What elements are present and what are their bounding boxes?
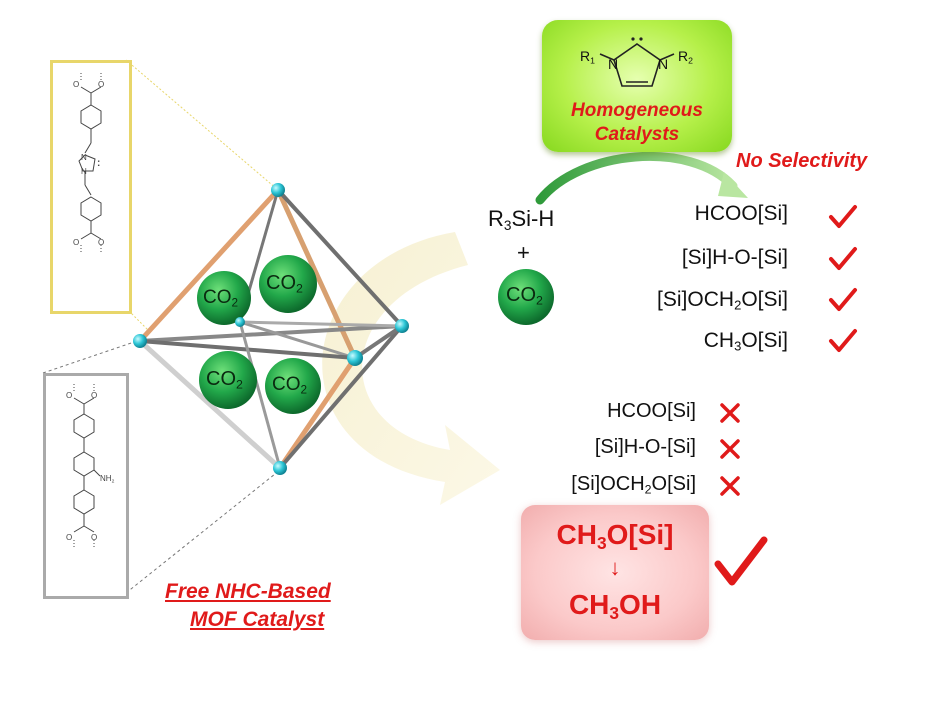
cross-icon — [720, 476, 740, 496]
check-icon — [829, 288, 857, 311]
svg-text:O: O — [98, 238, 104, 247]
product-bottom-acetal: [Si]OCH2O[Si] — [571, 473, 696, 497]
cross-icon — [720, 439, 740, 459]
check-icon — [829, 247, 857, 270]
homogeneous-label: Homogeneous — [571, 100, 703, 121]
check-icon — [829, 205, 857, 228]
svg-text:O: O — [91, 533, 97, 542]
carbene-dots: : — [97, 158, 101, 169]
selective-product-box: CH3O[Si] ↓ CH3OH — [521, 505, 709, 640]
mof-node-back — [235, 317, 245, 327]
svg-text:O: O — [98, 80, 104, 89]
co2-sphere-4 — [265, 358, 321, 414]
co2-reactant-sphere — [498, 269, 554, 325]
product-top-acetal: [Si]OCH2O[Si] — [657, 288, 788, 313]
nhc-structure-icon — [599, 37, 675, 87]
r1-label: R1 — [580, 48, 595, 66]
mof-node-bottom — [273, 461, 287, 475]
co2-label-3: CO2 — [206, 368, 243, 392]
product-top-formate: HCOO[Si] — [694, 202, 788, 225]
co2-sphere-3 — [199, 351, 257, 409]
co2-sphere-2 — [259, 255, 317, 313]
svg-text:O: O — [66, 533, 72, 542]
co2-label-4: CO2 — [272, 374, 308, 397]
homogeneous-arrow — [535, 151, 738, 205]
nhc-linker-frame: O O O O N N : — [50, 60, 132, 314]
nhc-n-right: N — [658, 56, 669, 72]
r2-label: R2 — [678, 48, 693, 66]
check-icon — [714, 536, 768, 586]
svg-text:O: O — [91, 391, 97, 400]
co2-reactant-label: CO2 — [506, 284, 543, 308]
amine-linker-frame: O O O O NH2 — [43, 373, 129, 599]
product-bottom-siloxane: [Si]H-O-[Si] — [594, 436, 696, 458]
product-top-methoxide: CH3O[Si] — [703, 329, 788, 354]
nhc-n-left: N — [608, 56, 619, 72]
mof-node-top — [271, 183, 285, 197]
mof-node-front — [347, 350, 363, 366]
nhc-linker-structure-icon: O O O O — [73, 73, 104, 253]
svg-text:O: O — [73, 238, 79, 247]
mof-label-line1: Free NHC-Based — [165, 580, 331, 603]
homogeneous-arrowhead — [718, 172, 748, 198]
nhc-linker-n-bottom: N — [81, 167, 87, 176]
product-bottom-formate: HCOO[Si] — [607, 400, 696, 422]
co2-label-1: CO2 — [203, 287, 239, 310]
methoxysilane-label: CH3O[Si] — [556, 519, 674, 553]
mof-label-line2: MOF Catalyst — [190, 608, 325, 631]
product-top-siloxane: [Si]H-O-[Si] — [681, 246, 788, 269]
svg-text:O: O — [73, 80, 79, 89]
silane-label: R3Si-H — [488, 206, 555, 233]
amine-linker-structure-icon: O O O O — [66, 384, 101, 548]
reduction-arrow: ↓ — [609, 555, 621, 580]
mof-node-right — [395, 319, 409, 333]
mof-octahedron — [137, 187, 404, 471]
no-selectivity-label: No Selectivity — [736, 150, 868, 172]
catalysts-label: Catalysts — [594, 124, 680, 145]
homogeneous-catalyst-box: R1 N N R2 Homogeneous Catalysts — [542, 20, 732, 152]
svg-text:O: O — [66, 391, 72, 400]
nhc-linker-n-top: N — [81, 153, 87, 162]
co2-label-2: CO2 — [266, 272, 303, 296]
methanol-label: CH3OH — [568, 589, 662, 623]
plus-sign: + — [517, 240, 530, 265]
co2-sphere-1 — [197, 271, 251, 325]
cross-icon — [720, 403, 740, 423]
pathway-arrow-big — [322, 232, 500, 505]
mof-node-left — [133, 334, 147, 348]
check-icon — [829, 329, 857, 352]
amine-label: NH2 — [100, 474, 115, 485]
